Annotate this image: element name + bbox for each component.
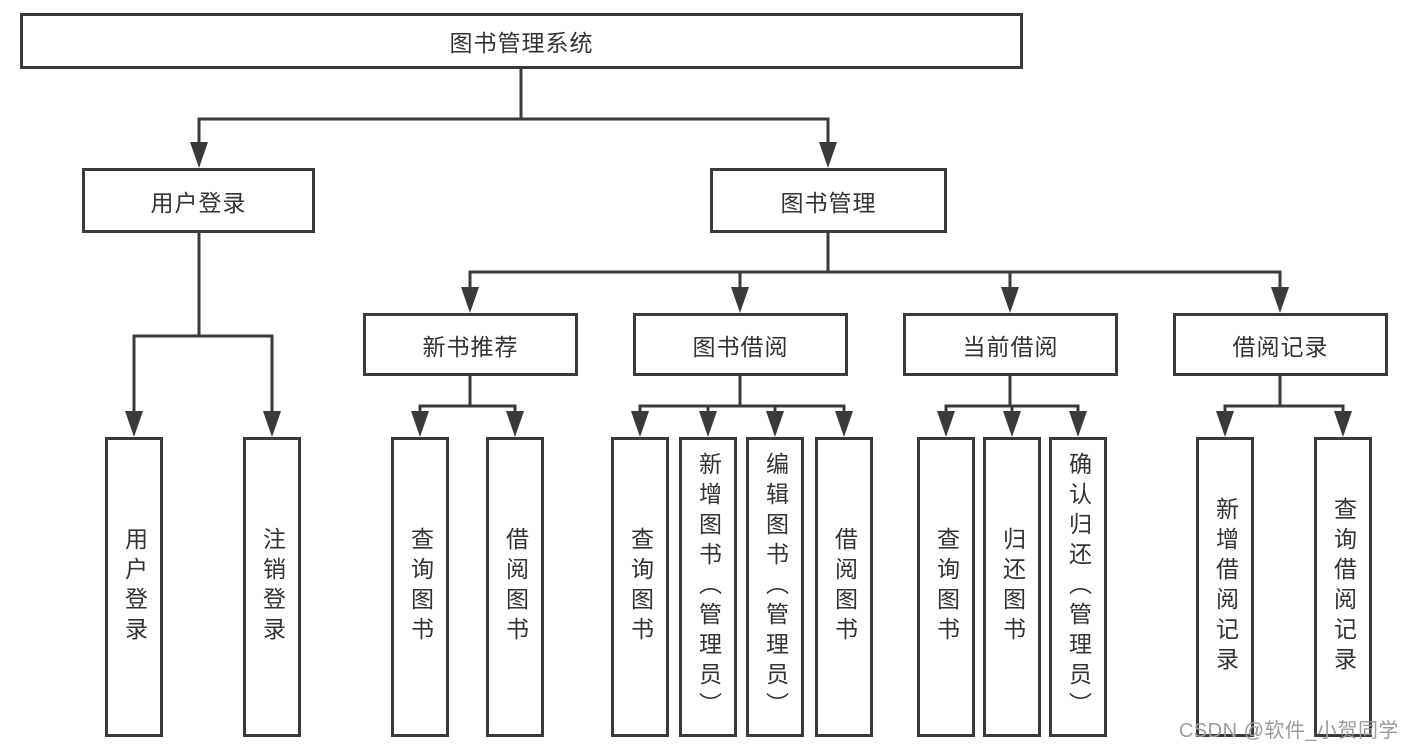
node-label: 新增借阅记录 — [1212, 497, 1239, 677]
node-label: 新增图书（管理员） — [695, 452, 722, 722]
leaf-confirm-return-admin: 确认归还（管理员） — [1049, 437, 1107, 737]
leaf-logout: 注销登录 — [243, 437, 301, 737]
leaf-query-books: 查询图书 — [611, 437, 669, 737]
node-label: 确认归还（管理员） — [1065, 452, 1092, 722]
node-label: 编辑图书（管理员） — [762, 452, 789, 722]
node-library-management-system: 图书管理系统 — [20, 13, 1023, 69]
leaf-query-books-recommend: 查询图书 — [391, 437, 449, 737]
csdn-watermark: CSDN @软件_小贺同学 — [1178, 720, 1399, 742]
leaf-query-borrow-record: 查询借阅记录 — [1314, 437, 1372, 737]
node-label: 图书借阅 — [692, 333, 789, 360]
leaf-add-books-admin: 新增图书（管理员） — [679, 437, 737, 737]
node-user-login: 用户登录 — [82, 168, 315, 233]
node-label: 查询图书 — [933, 527, 960, 647]
leaf-user-login: 用户登录 — [105, 437, 163, 737]
leaf-borrow-books-recommend: 借阅图书 — [486, 437, 544, 737]
node-book-management: 图书管理 — [710, 168, 947, 233]
node-new-book-recommend: 新书推荐 — [363, 313, 578, 376]
node-label: 查询图书 — [407, 527, 434, 647]
node-label: 当前借阅 — [962, 333, 1059, 360]
node-label: 图书管理 — [780, 189, 877, 216]
node-label: 用户登录 — [121, 527, 148, 647]
node-label: 新书推荐 — [422, 333, 519, 360]
node-book-borrowing: 图书借阅 — [633, 313, 848, 376]
node-label: 借阅图书 — [502, 527, 529, 647]
node-label: 查询图书 — [627, 527, 654, 647]
node-label: 用户登录 — [150, 189, 247, 216]
leaf-query-books-current: 查询图书 — [917, 437, 975, 737]
node-current-borrowing: 当前借阅 — [903, 313, 1118, 376]
node-label: 归还图书 — [999, 527, 1026, 647]
node-label: 借阅图书 — [831, 527, 858, 647]
node-label: 查询借阅记录 — [1330, 497, 1357, 677]
node-label: 借阅记录 — [1232, 333, 1329, 360]
leaf-return-books: 归还图书 — [983, 437, 1041, 737]
node-label: 图书管理系统 — [449, 30, 594, 56]
leaf-edit-books-admin: 编辑图书（管理员） — [746, 437, 804, 737]
leaf-add-borrow-record: 新增借阅记录 — [1196, 437, 1254, 737]
node-label: 注销登录 — [259, 527, 286, 647]
leaf-borrow-books: 借阅图书 — [815, 437, 873, 737]
node-borrow-records: 借阅记录 — [1173, 313, 1388, 376]
